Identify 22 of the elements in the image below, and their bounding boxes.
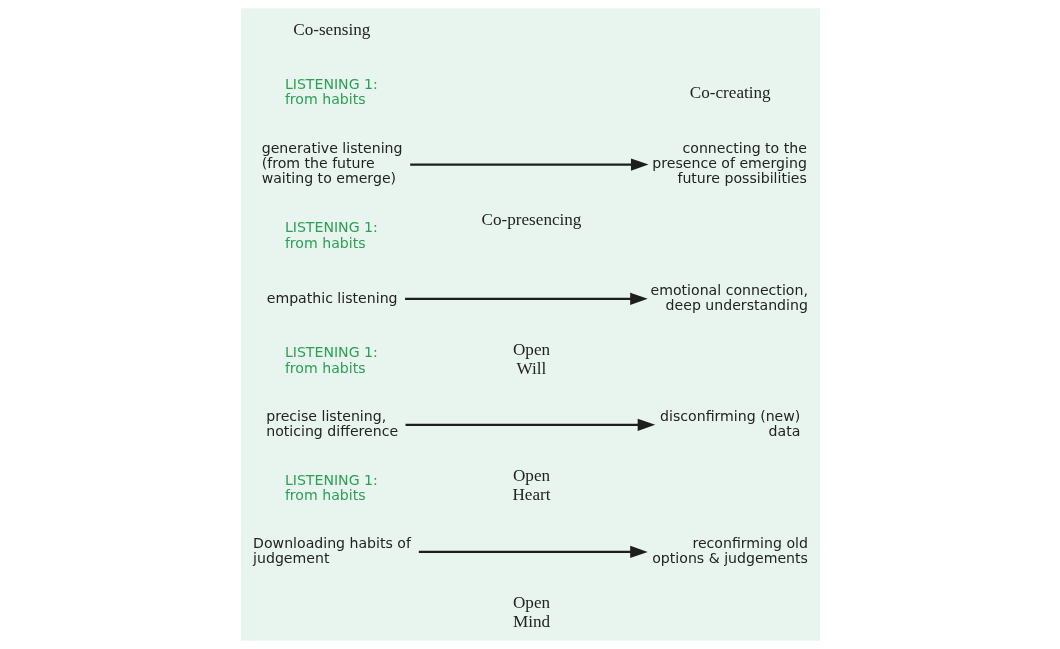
label: Co-sensing	[292, 19, 370, 39]
node-text: empathic listening	[266, 289, 398, 306]
node-text: disconfirming (new) data	[659, 408, 800, 440]
node-text: emotional connection, deep understanding	[650, 281, 808, 314]
label: Co-presencing	[481, 210, 581, 230]
label: Co-creating	[689, 83, 771, 103]
node-text: generative listening (from the future waiting to emerge)	[261, 140, 403, 187]
label: Open Will	[512, 339, 550, 379]
arrow	[418, 545, 648, 559]
node-text: reconfirming old options & judgements	[651, 535, 808, 567]
node-text: connecting to the presence of emerging future possibilities	[651, 140, 807, 187]
arrow	[404, 292, 648, 305]
label: LISTENING 1: from habits	[284, 344, 378, 376]
label: LISTENING 1: from habits	[284, 219, 378, 251]
label: Open Mind	[512, 593, 550, 632]
arrow	[409, 158, 649, 171]
label: Open Heart	[511, 465, 551, 505]
node-text: Downloading habits of judgement	[252, 535, 411, 567]
arrow	[405, 418, 655, 432]
node-text: precise listening, noticing difference	[265, 408, 398, 440]
label: LISTENING 1: from habits	[284, 471, 378, 503]
label: LISTENING 1: from habits	[284, 76, 378, 108]
